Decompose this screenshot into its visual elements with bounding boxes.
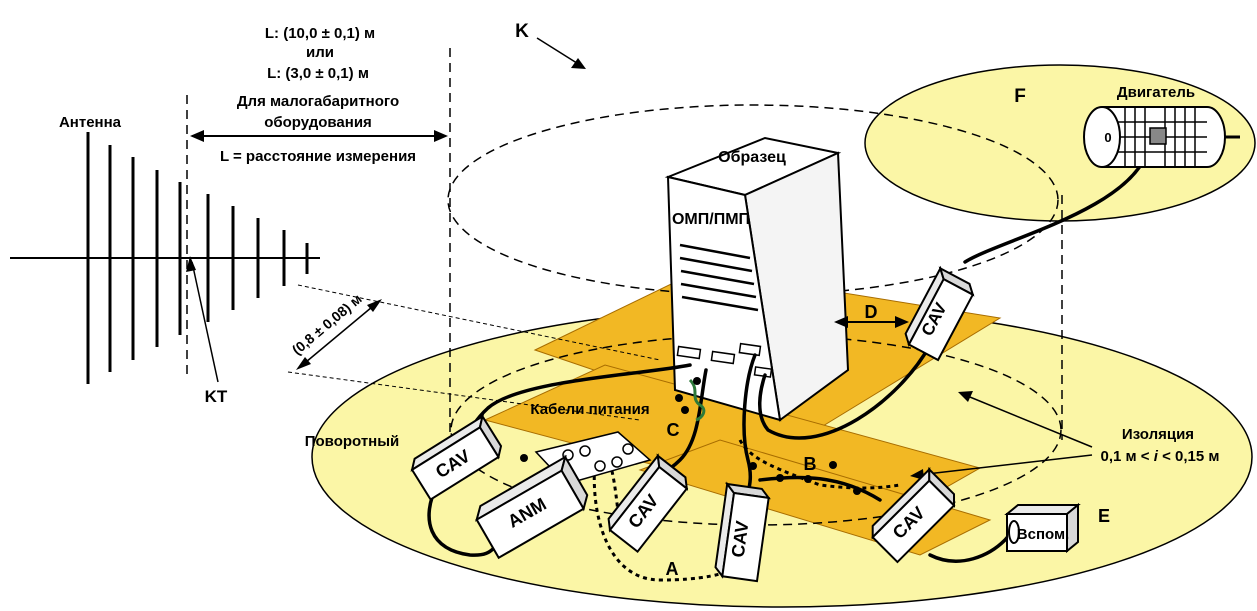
distance-l-arrow bbox=[190, 130, 448, 142]
connector-dots bbox=[520, 377, 861, 495]
e-label: E bbox=[1098, 506, 1110, 526]
sample-label: Образец bbox=[718, 149, 786, 166]
d-label: D bbox=[865, 302, 878, 322]
small-equipment-line1: Для малогабаритного bbox=[237, 93, 399, 110]
isolation-label-line1: Изоляция bbox=[1122, 426, 1194, 443]
power-cables-label: Кабели питания bbox=[530, 401, 649, 418]
f-label: F bbox=[1014, 86, 1026, 107]
cav-box-left bbox=[410, 413, 503, 501]
b-label: B bbox=[804, 454, 817, 474]
k-label: K bbox=[515, 21, 529, 42]
engine-label: Двигатель bbox=[1117, 84, 1195, 101]
anm-box bbox=[475, 454, 589, 560]
engine-symbol: 0 bbox=[1104, 130, 1111, 145]
cav-box-middle bbox=[607, 453, 689, 554]
aux-label: Вспом. bbox=[1017, 526, 1069, 543]
antenna bbox=[10, 132, 320, 384]
isolation-arrows bbox=[910, 391, 1093, 480]
l3-line: L: (3,0 ± 0,1) м bbox=[267, 65, 369, 82]
aux-box bbox=[1004, 502, 1081, 554]
a-label: A bbox=[666, 559, 679, 579]
small-equipment-line2: оборудования bbox=[264, 114, 372, 131]
kt-label: KT bbox=[205, 387, 228, 406]
omp-label: ОМП/ПМП bbox=[672, 211, 750, 228]
isolation-label-line2: 0,1 м < i < 0,15 м bbox=[1101, 448, 1220, 465]
cav-box-vertical bbox=[714, 481, 771, 583]
l10-line1: L: (10,0 ± 0,1) м bbox=[265, 25, 375, 42]
c-label: C bbox=[667, 420, 680, 440]
l10-line2: или bbox=[306, 44, 334, 61]
kt-arrow bbox=[186, 256, 219, 383]
cav-box-lower-right bbox=[871, 466, 956, 564]
l-definition: L = расстояние измерения bbox=[220, 148, 416, 165]
green-cable bbox=[688, 378, 706, 422]
engine bbox=[1083, 106, 1240, 168]
distance-d-arrow bbox=[834, 316, 909, 328]
cav-box-top-right bbox=[904, 265, 975, 362]
rotary-label: Поворотный bbox=[305, 433, 400, 450]
antenna-label: Антенна bbox=[59, 114, 122, 131]
distance-08-indicator bbox=[287, 284, 661, 421]
distance-08-label: (0,8 ± 0,08) м bbox=[289, 290, 365, 357]
k-arrow bbox=[536, 37, 586, 69]
